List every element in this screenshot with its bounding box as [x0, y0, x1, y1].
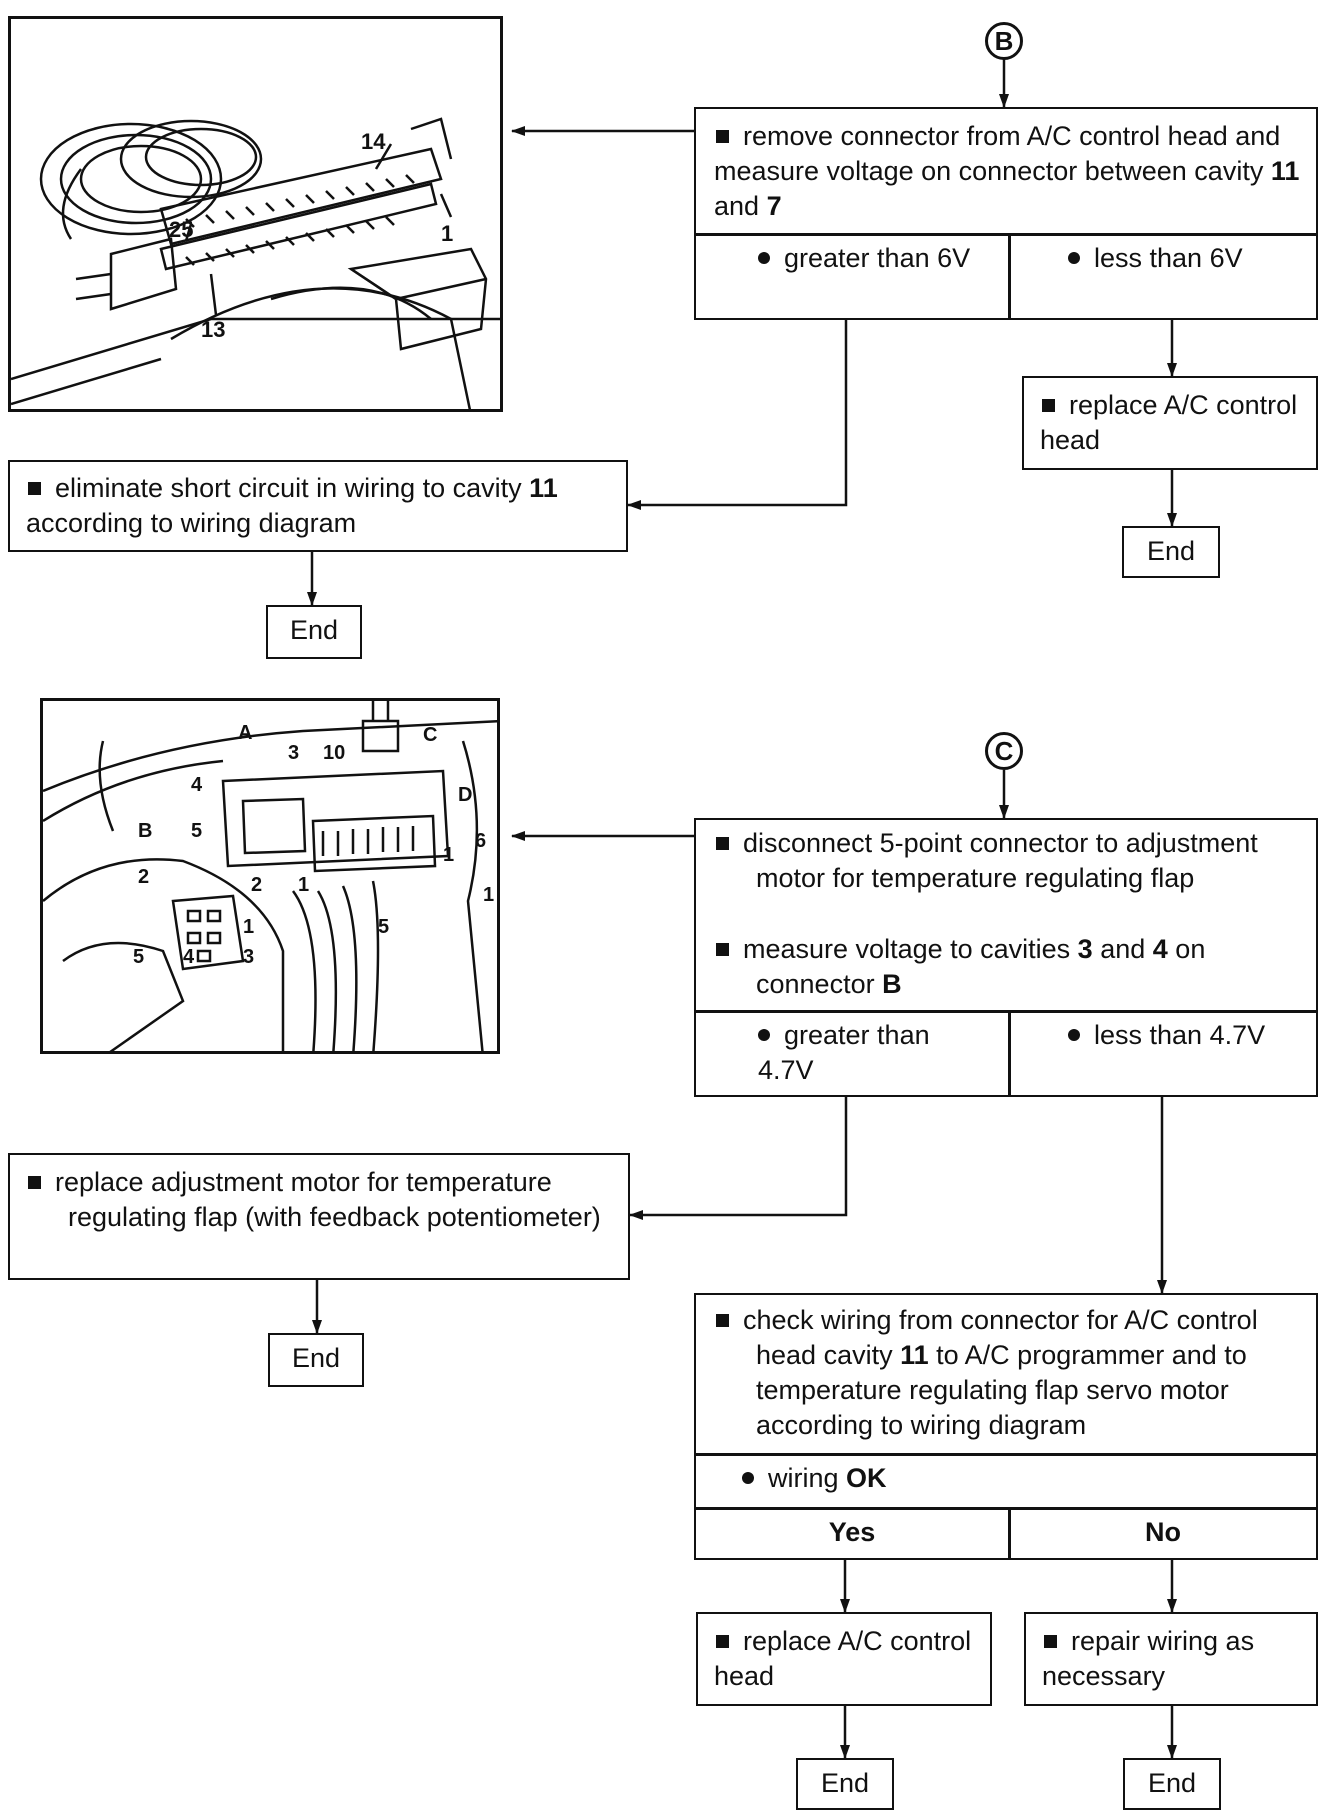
end-b-left: End [266, 605, 362, 659]
bullet-dot-icon [1068, 252, 1080, 265]
question-wiring-ok: wiring OK [742, 1461, 1142, 1496]
photo-c-label: 1 [298, 874, 309, 896]
bullet-square-icon [1042, 399, 1055, 413]
step-c-measure-voltage: disconnect 5-point connector to adjustme… [694, 818, 1318, 1097]
end-c-left: End [268, 1333, 364, 1387]
connector-photo-c: A 3 10 C 4 D B 5 6 2 1 2 1 5 4 3 5 1 1 [40, 698, 500, 1054]
photo-c-label: 1 [483, 884, 494, 906]
marker-b: B [985, 22, 1023, 60]
divider [696, 1010, 1316, 1013]
branch-c-less: less than 4.7V [1068, 1018, 1308, 1053]
photo-c-label: 5 [133, 946, 144, 968]
step-c-disconnect: disconnect 5-point connector to adjustme… [714, 826, 1304, 896]
step-c-measure: measure voltage to cavities 3 and 4 on c… [714, 932, 1304, 1002]
divider [696, 1453, 1316, 1456]
photo-c-label: 1 [243, 916, 254, 938]
photo-c-label: C [423, 724, 437, 746]
end-c-yes: End [796, 1758, 894, 1810]
photo-b-label-13: 13 [201, 317, 225, 342]
photo-c-label: 3 [288, 742, 299, 764]
action-c-replace-head: replace A/C control head [696, 1612, 992, 1706]
step-b-text: remove connector from A/C control head a… [714, 121, 1300, 221]
bullet-square-icon [716, 943, 729, 957]
step-b-measure-voltage: remove connector from A/C control head a… [694, 107, 1318, 320]
bullet-square-icon [1044, 1635, 1057, 1649]
action-b-replace-head: replace A/C control head [1022, 376, 1318, 470]
bullet-square-icon [28, 1176, 41, 1190]
photo-c-label: 1 [443, 844, 454, 866]
check-c-text: check wiring from connector for A/C cont… [714, 1303, 1314, 1443]
bullet-square-icon [716, 130, 729, 144]
check-c-wiring: check wiring from connector for A/C cont… [694, 1293, 1318, 1560]
photo-c-label: 2 [138, 866, 149, 888]
divider [1008, 233, 1011, 320]
photo-c-label: 2 [251, 874, 262, 896]
photo-c-label: 5 [378, 916, 389, 938]
photo-b-label-14: 14 [361, 129, 386, 154]
bullet-dot-icon [758, 1029, 770, 1042]
bullet-dot-icon [1068, 1029, 1080, 1042]
branch-b-greater: greater than 6V [758, 241, 978, 276]
branch-c-greater: greater than 4.7V [758, 1020, 930, 1085]
photo-c-label: D [458, 784, 472, 806]
end-c-no: End [1123, 1758, 1221, 1810]
photo-c-label: 5 [191, 820, 202, 842]
divider [1008, 1507, 1011, 1560]
marker-c: C [985, 732, 1023, 770]
branch-b-less: less than 6V [1068, 241, 1308, 276]
photo-c-label: 3 [243, 946, 254, 968]
action-c-repair-wiring: repair wiring as necessary [1024, 1612, 1318, 1706]
bullet-dot-icon [758, 252, 770, 265]
connector-photo-b: 14 25 1 13 [8, 16, 503, 412]
bullet-square-icon [716, 1635, 729, 1649]
bullet-square-icon [28, 482, 41, 496]
photo-b-label-1: 1 [441, 221, 453, 246]
arrow-c-greater-to-replace-motor [629, 1097, 848, 1220]
end-b-right: End [1122, 526, 1220, 578]
photo-c-label: 10 [323, 742, 345, 764]
photo-c-label: 4 [183, 946, 195, 968]
bullet-dot-icon [742, 1472, 754, 1485]
photo-b-label-25: 25 [169, 217, 193, 242]
photo-c-label: 4 [191, 774, 203, 796]
bullet-square-icon [716, 837, 729, 851]
divider [696, 233, 1316, 236]
action-c-replace-motor: replace adjustment motor for temperature… [8, 1153, 630, 1280]
divider [696, 1507, 1316, 1510]
divider [1008, 1010, 1011, 1097]
bullet-square-icon [716, 1314, 729, 1328]
action-b-eliminate-short: eliminate short circuit in wiring to cav… [8, 460, 628, 552]
photo-c-label: B [138, 820, 152, 842]
photo-c-label: 6 [475, 830, 486, 852]
arrow-b-greater-to-eliminate [627, 320, 848, 510]
answer-no: No [1145, 1517, 1181, 1547]
photo-c-label: A [238, 722, 252, 744]
answer-yes: Yes [828, 1517, 876, 1547]
